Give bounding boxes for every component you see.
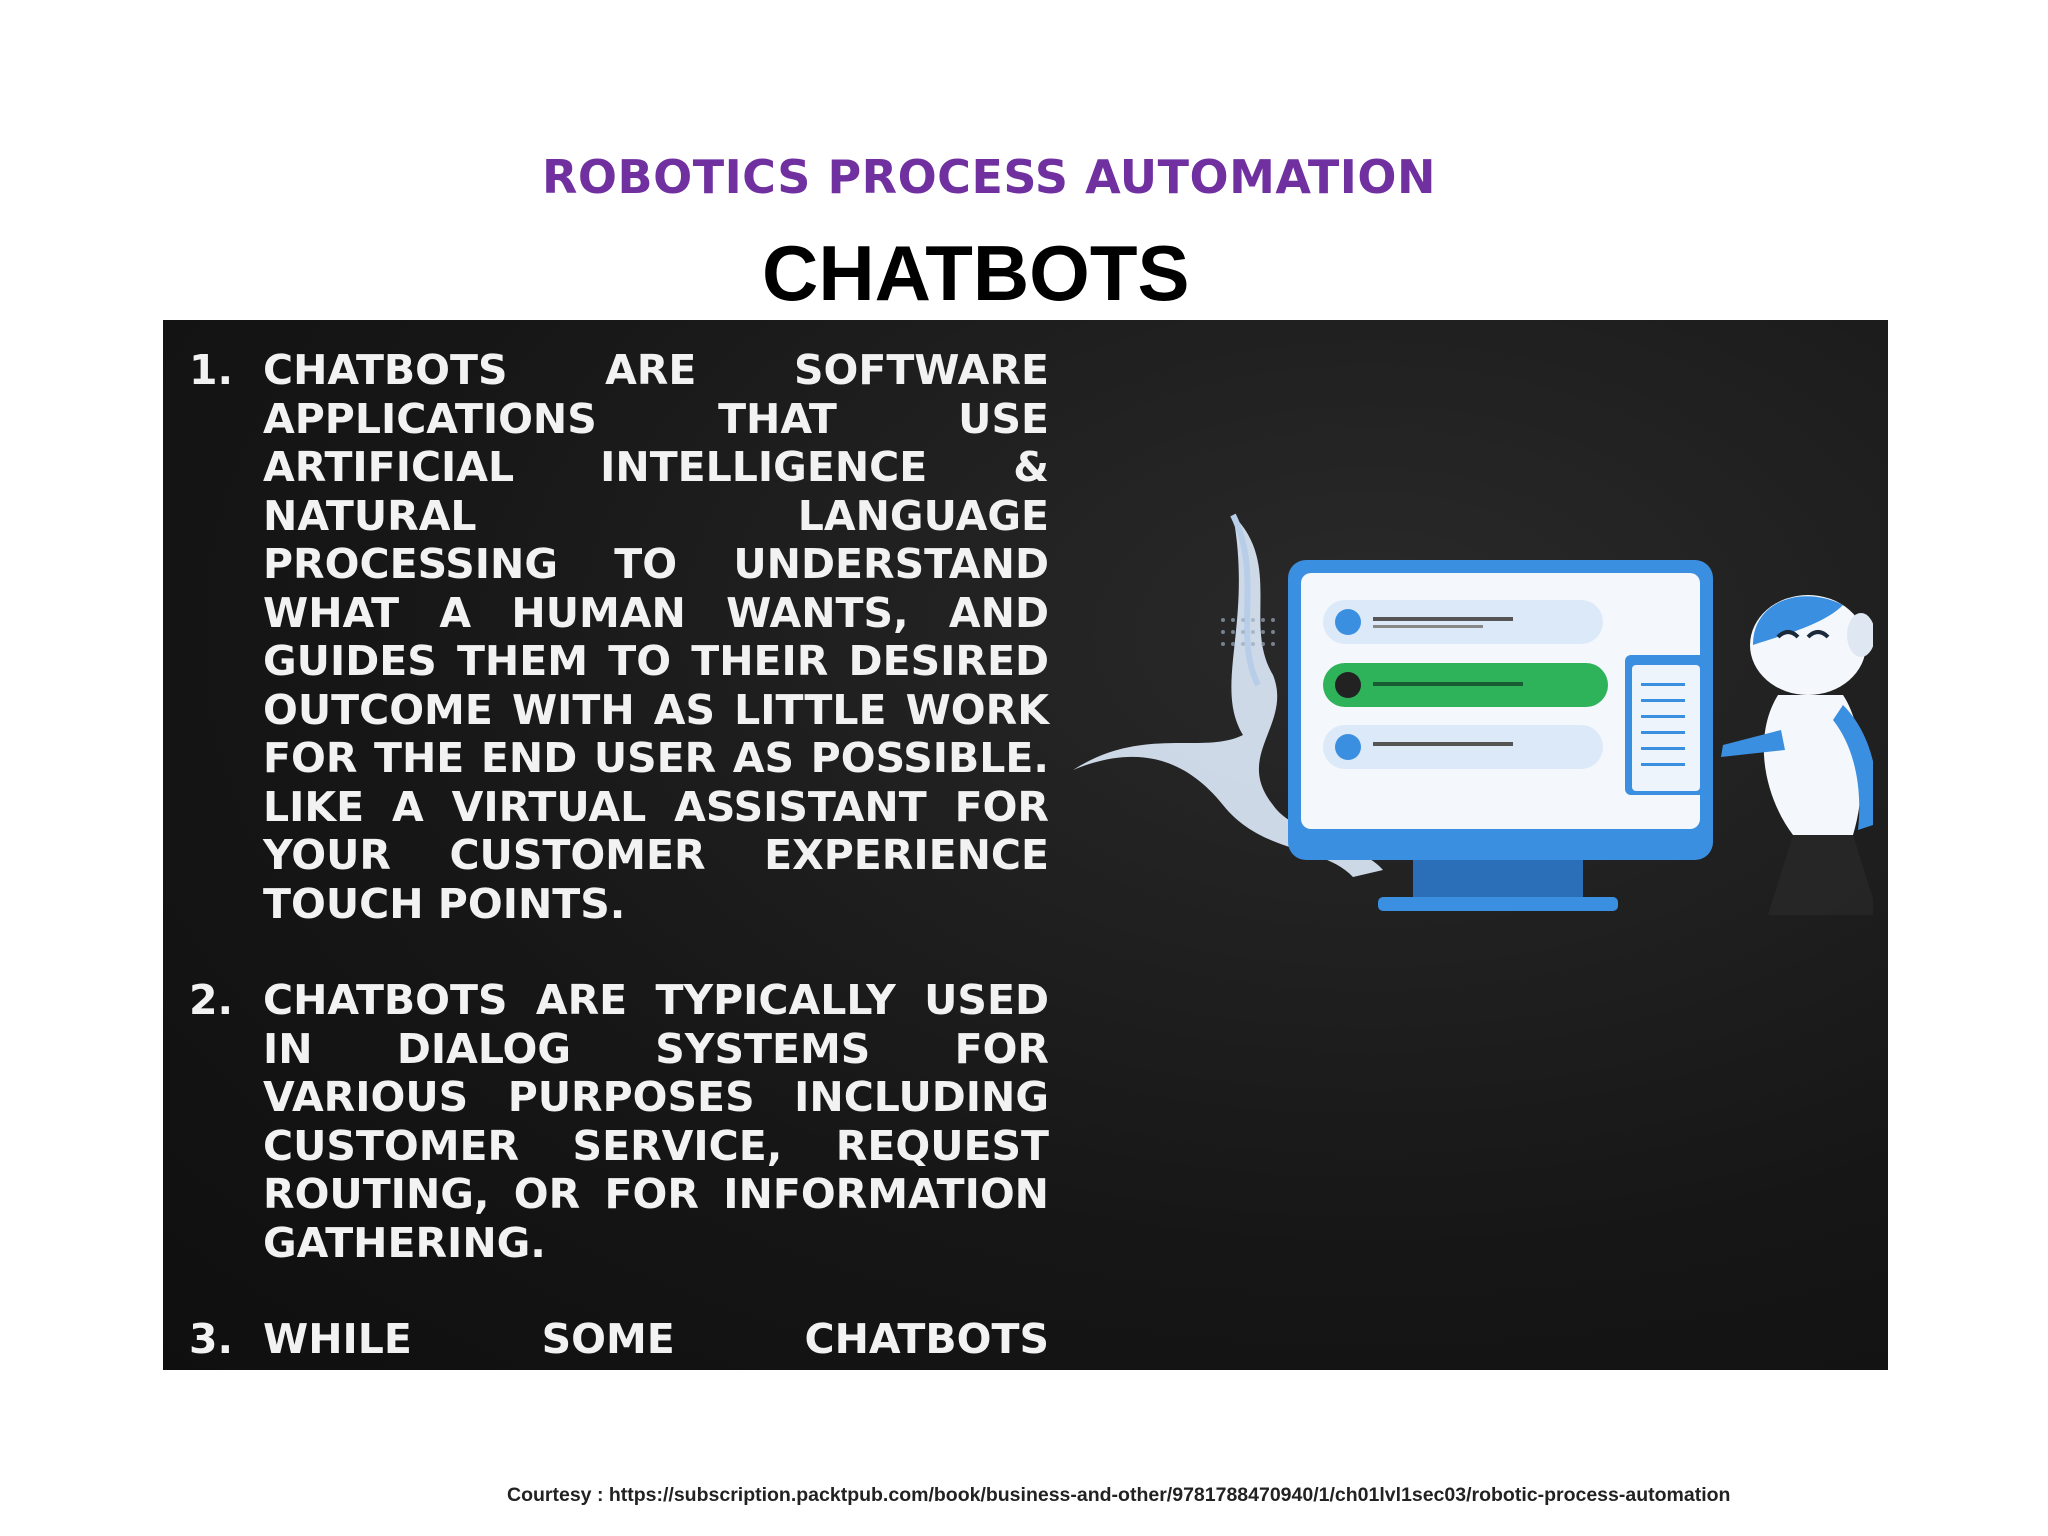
chatbot-illustration: [1073, 513, 1873, 915]
courtesy-credit: Courtesy : https://subscription.packtpub…: [507, 1484, 1731, 1506]
point-number: 1.: [189, 346, 234, 394]
point-list: 1. CHATBOTS ARE SOFTWARE APPLICATIONS TH…: [189, 346, 1049, 1370]
list-item: 3. WHILE SOME CHATBOTS APPLICATIONS USE …: [189, 1315, 1049, 1370]
point-text: CHATBOTS ARE SOFTWARE APPLICATIONS THAT …: [263, 346, 1049, 928]
chalkboard-panel: 1. CHATBOTS ARE SOFTWARE APPLICATIONS TH…: [163, 320, 1888, 1370]
point-text: CHATBOTS ARE TYPICALLY USED IN DIALOG SY…: [263, 976, 1049, 1267]
monitor-icon: [1288, 560, 1713, 911]
chat-bubble-icon: [1323, 600, 1603, 644]
list-item: 2. CHATBOTS ARE TYPICALLY USED IN DIALOG…: [189, 976, 1049, 1267]
slide-subtitle: ROBOTICS PROCESS AUTOMATION: [542, 150, 1436, 204]
ribbon-shape: [1073, 515, 1383, 877]
point-number: 2.: [189, 976, 234, 1024]
point-number: 3.: [189, 1315, 234, 1363]
point-text: WHILE SOME CHATBOTS APPLICATIONS USE EXT…: [263, 1315, 1049, 1370]
robot-icon: [1721, 595, 1873, 915]
list-item: 1. CHATBOTS ARE SOFTWARE APPLICATIONS TH…: [189, 346, 1049, 928]
slide-title: CHATBOTS: [762, 229, 1190, 317]
